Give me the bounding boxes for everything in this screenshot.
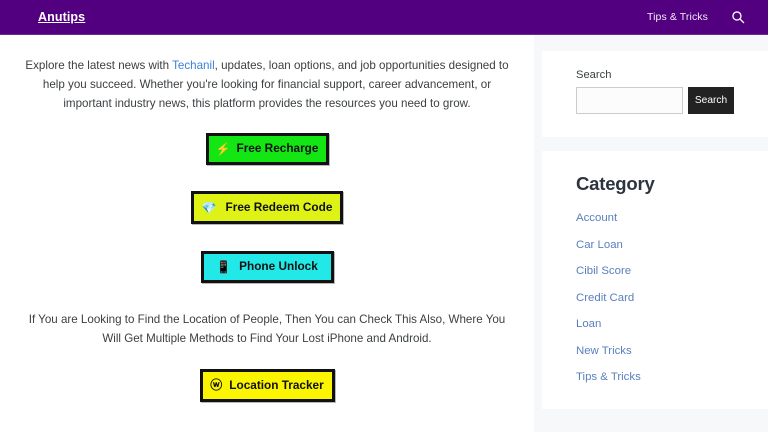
whatsapp-icon: ⓦ	[210, 378, 223, 393]
free-redeem-code-label: Free Redeem Code	[225, 199, 333, 214]
category-widget-title: Category	[576, 173, 655, 194]
intro-text-after: , updates, loan options, and job opportu…	[42, 59, 509, 110]
search-icon[interactable]	[730, 9, 746, 25]
phone-unlock-row: 📱 Phone Unlock	[16, 224, 518, 284]
site-header: Anutips Tips & Tricks	[0, 0, 768, 35]
site-logo[interactable]: Anutips	[38, 10, 86, 24]
category-item-new-tricks[interactable]: New Tricks	[576, 344, 632, 357]
search-input[interactable]	[576, 87, 683, 114]
location-tracker-label: Location Tracker	[229, 377, 324, 392]
list-item: Tips & Tricks	[576, 367, 734, 385]
category-item-account[interactable]: Account	[576, 212, 618, 224]
list-item: Car Loan	[576, 235, 734, 253]
search-submit-button[interactable]: Search	[688, 87, 734, 114]
gem-icon: 💎	[201, 200, 217, 215]
search-widget-label: Search	[576, 69, 612, 81]
phone-unlock-button[interactable]: 📱 Phone Unlock	[200, 251, 334, 284]
free-redeem-code-button[interactable]: 💎 Free Redeem Code	[191, 191, 343, 225]
category-item-car-loan[interactable]: Car Loan	[576, 238, 623, 251]
list-item: Account	[576, 208, 734, 226]
category-item-credit-card[interactable]: Credit Card	[576, 291, 635, 304]
location-tracker-row: ⓦ Location Tracker	[16, 349, 518, 402]
category-item-tips-tricks[interactable]: Tips & Tricks	[576, 371, 641, 383]
free-redeem-code-row: 💎 Free Redeem Code	[16, 165, 518, 225]
lightning-bolt-icon: ⚡	[215, 142, 231, 157]
intro-paragraph: Explore the latest news with Techanil, u…	[16, 57, 518, 113]
intro-text-before: Explore the latest news with	[25, 59, 173, 72]
free-recharge-label: Free Recharge	[236, 141, 319, 156]
header-nav: Tips & Tricks	[647, 9, 746, 25]
phone-unlock-label: Phone Unlock	[239, 259, 318, 274]
category-widget: Category Account Car Loan Cibil Score Cr…	[542, 151, 768, 409]
nav-item-tips-and-tricks[interactable]: Tips & Tricks	[647, 11, 708, 23]
free-recharge-row: ⚡ Free Recharge	[16, 113, 518, 166]
list-item: Cibil Score	[576, 261, 734, 279]
search-form: Search	[576, 87, 734, 114]
sidebar: Search Search Category Account Car Loan …	[534, 35, 768, 409]
list-item: New Tricks	[576, 341, 734, 359]
free-recharge-button[interactable]: ⚡ Free Recharge	[205, 133, 329, 166]
list-item: Credit Card	[576, 288, 734, 306]
page-body: Explore the latest news with Techanil, u…	[0, 35, 768, 432]
search-widget: Search Search	[542, 51, 768, 137]
category-item-loan[interactable]: Loan	[576, 318, 602, 330]
category-list: Account Car Loan Cibil Score Credit Card…	[576, 208, 734, 385]
secondary-paragraph: If You are Looking to Find the Location …	[28, 313, 506, 346]
category-item-cibil-score[interactable]: Cibil Score	[576, 265, 632, 277]
main-content: Explore the latest news with Techanil, u…	[0, 35, 534, 432]
mobile-phone-icon: 📱	[216, 260, 232, 275]
techanil-link[interactable]: Techanil	[172, 59, 215, 72]
location-tracker-button[interactable]: ⓦ Location Tracker	[199, 368, 335, 402]
list-item: Loan	[576, 314, 734, 332]
